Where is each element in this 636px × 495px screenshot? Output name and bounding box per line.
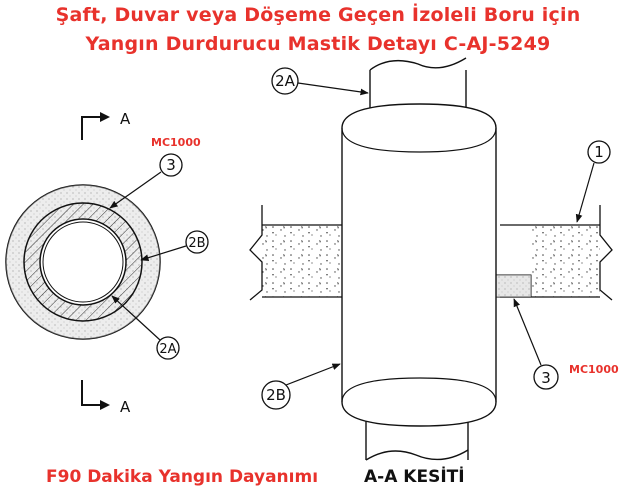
svg-text:1: 1 — [594, 143, 604, 161]
callout-2b-bottom: 2B — [261, 363, 341, 410]
section-label-top: A — [120, 110, 131, 128]
material-label-left: MC1000 — [151, 136, 201, 149]
pipe-core — [39, 218, 127, 306]
section-title: A-A KESİTİ — [364, 467, 465, 487]
svg-text:2A: 2A — [275, 72, 296, 90]
svg-text:3: 3 — [541, 369, 551, 387]
title-line-1: Şaft, Duvar veya Döşeme Geçen İzoleli Bo… — [55, 4, 581, 26]
callout-2a-left: 2A — [111, 295, 180, 360]
floor-slab-right — [500, 205, 613, 301]
callout-2b-left: 2B — [140, 230, 209, 261]
svg-text:2B: 2B — [188, 236, 205, 251]
svg-text:3: 3 — [166, 156, 176, 174]
fire-rating-label: F90 Dakika Yangın Dayanımı — [46, 467, 319, 487]
section-label-bottom: A — [120, 398, 131, 416]
section-mark-top: A — [81, 110, 131, 140]
callout-2a-top: 2A — [271, 67, 369, 96]
section-mark-bottom: A — [81, 380, 131, 416]
cross-section — [5, 184, 161, 340]
floor-slab-left — [249, 205, 342, 301]
callout-3-left: 3 — [109, 153, 183, 209]
callout-3-right: 3 — [513, 298, 559, 390]
callout-1: 1 — [575, 140, 611, 223]
svg-text:2A: 2A — [159, 342, 176, 357]
title-line-2: Yangın Durdurucu Mastik Detayı C-AJ-5249 — [85, 33, 551, 55]
svg-text:2B: 2B — [266, 386, 286, 404]
material-label-right: MC1000 — [569, 363, 619, 376]
insulated-pipe-jacket — [341, 103, 497, 427]
